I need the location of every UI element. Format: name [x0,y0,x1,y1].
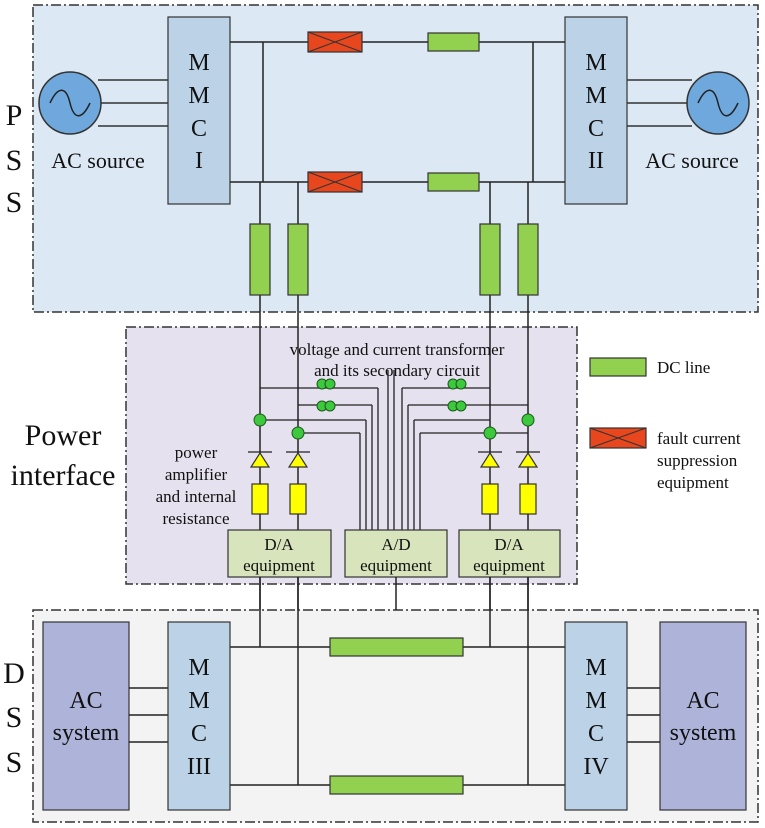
voltage-transformer-right-icon [447,378,467,412]
svg-text:M: M [188,83,209,109]
svg-text:C: C [588,721,604,747]
svg-text:and its secondary circuit: and its secondary circuit [314,361,480,380]
svg-text:S: S [6,144,23,177]
svg-text:M: M [188,50,209,76]
da-equipment-left-label: D/A equipment [243,535,315,575]
svg-text:fault current: fault current [657,429,741,448]
svg-text:system: system [53,720,120,746]
svg-text:M: M [188,655,209,681]
power-amplifier-icons [248,451,540,468]
da-equipment-left [227,529,332,578]
pss-label: P S S [6,99,23,219]
power-interface-label: Power interface [11,419,116,492]
svg-text:D/A: D/A [264,535,294,554]
voltage-transformer-left-icon [316,378,336,412]
mmc1-label: M M C I [188,50,209,174]
svg-text:C: C [191,116,207,142]
ac-source-right-label: AC source [645,148,738,173]
svg-text:A/D: A/D [381,535,410,554]
ad-equipment-center-label: A/D equipment [360,535,432,575]
dc-line-feeder-1 [249,223,271,296]
internal-resistance-icons [251,483,537,515]
svg-text:M: M [585,688,606,714]
svg-text:amplifier: amplifier [165,465,228,484]
svg-text:Power: Power [25,419,102,452]
legend-fault-label: fault current suppression equipment [657,429,741,492]
svg-text:D: D [3,657,25,690]
ac-source-right-icon [627,71,750,135]
fault-suppressor-top [307,31,363,53]
ac-system-right-label: AC system [670,688,737,746]
mmc1-block [167,16,231,205]
svg-text:III: III [187,754,211,780]
svg-text:equipment: equipment [657,473,729,492]
mmc3-block [167,621,231,811]
svg-text:interface: interface [11,459,116,492]
legend-fault-swatch [589,427,647,449]
dc-line-feeder-3 [479,223,501,296]
mmc4-label: M M C IV [583,655,609,780]
legend-dc-line-label: DC line [657,358,710,377]
amplifier-label: power amplifier and internal resistance [156,443,237,528]
mmc2-label: M M C II [585,50,606,174]
svg-text:P: P [6,99,23,132]
svg-text:M: M [585,83,606,109]
equipment-to-dss-lines [259,577,529,785]
mmc4-block [564,621,628,811]
mmc2-block [564,16,628,205]
svg-text:S: S [6,186,23,219]
pss-region [32,4,759,313]
ac-system-left-label: AC system [53,688,120,746]
ac-system-left [42,621,130,811]
svg-text:IV: IV [583,754,609,780]
svg-text:S: S [6,701,23,734]
svg-text:M: M [585,655,606,681]
dc-line-feeder-2 [287,223,309,296]
svg-text:equipment: equipment [473,556,545,575]
dc-line-pss-top [427,32,480,52]
svg-text:I: I [195,148,203,174]
svg-text:M: M [585,50,606,76]
svg-text:resistance: resistance [162,509,229,528]
svg-text:voltage and current transforme: voltage and current transformer [290,340,505,359]
dc-line-feeder-4 [517,223,539,296]
svg-text:equipment: equipment [360,556,432,575]
svg-text:equipment: equipment [243,556,315,575]
da-equipment-right [458,529,561,578]
da-equipment-right-label: D/A equipment [473,535,545,575]
svg-text:suppression: suppression [657,451,738,470]
pss-dc-bus [230,41,565,183]
ac-system-connections [129,687,660,743]
fault-suppressor-bottom [307,171,363,193]
svg-text:C: C [588,116,604,142]
svg-text:power: power [175,443,218,462]
dc-line-dss-bottom [329,775,464,795]
current-transformer-icons [253,413,535,440]
legend-dc-line-swatch [589,357,647,377]
svg-text:C: C [191,721,207,747]
dc-line-pss-bottom [427,172,480,192]
ad-equipment-center [344,529,448,578]
svg-text:and internal: and internal [156,487,237,506]
ac-source-left-label: AC source [51,148,144,173]
dss-label: D S S [3,657,25,779]
mmc3-label: M M C III [187,655,211,780]
svg-text:S: S [6,746,23,779]
svg-text:D/A: D/A [494,535,524,554]
svg-text:II: II [588,148,604,174]
transformer-label: voltage and current transformer and its … [290,340,505,380]
svg-text:system: system [670,720,737,746]
dc-line-dss-top [329,637,464,657]
ac-system-right [659,621,747,811]
svg-text:AC: AC [69,688,102,714]
svg-text:AC: AC [686,688,719,714]
svg-text:M: M [188,688,209,714]
ac-source-left-icon [38,71,168,135]
